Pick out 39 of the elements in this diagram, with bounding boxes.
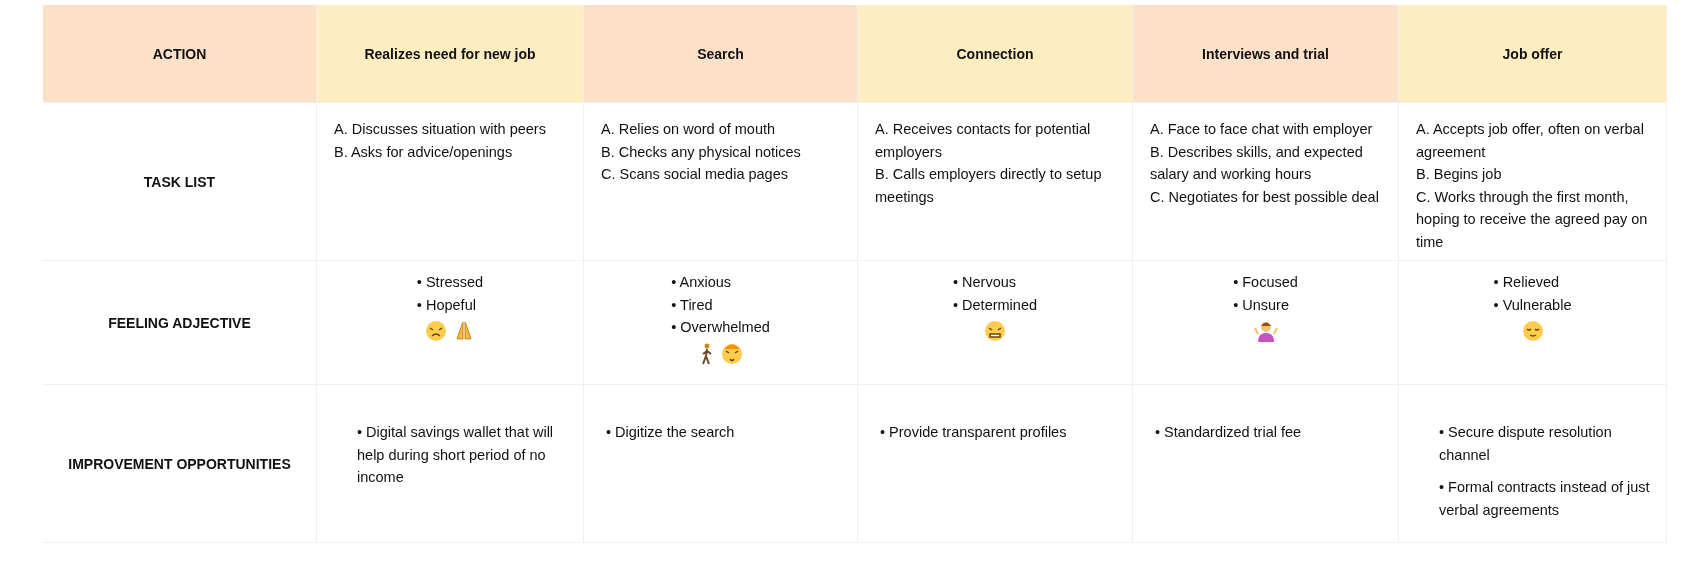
bullet-item: • Secure dispute resolution channel xyxy=(1439,423,1613,465)
bullet-item: • Relieved xyxy=(1493,273,1561,292)
task-item: B. Asks for advice/openings xyxy=(334,142,514,162)
bullet-item: • Standardized trial fee xyxy=(1155,423,1303,442)
row-heading: ACTION xyxy=(152,45,207,62)
bullet-item: • Tired xyxy=(671,295,714,315)
bullet-item: • Anxious xyxy=(671,273,733,292)
column-heading: Connection xyxy=(956,45,1034,62)
task-item: A. Relies on word of mouth xyxy=(601,120,777,139)
bullet-item: • Provide transparent profiles xyxy=(880,423,1068,442)
bullet-item: • Formal contracts instead of just verbal agreements xyxy=(1439,478,1651,520)
row-heading: IMPROVEMENT OPPORTUNITIES xyxy=(68,455,291,472)
task-item: A. Discusses situation with peers xyxy=(334,120,547,139)
task-item: C. Negotiates for best possible deal xyxy=(1150,187,1380,207)
task-item: C. Works through the first month, hoping to receive the agreed pay on time xyxy=(1416,187,1649,252)
task-item: A. Accepts job offer, often on verbal agreement xyxy=(1416,120,1645,162)
bullet-item: • Unsure xyxy=(1233,295,1290,315)
task-item: B. Begins job xyxy=(1416,165,1503,184)
task-item: B. Calls employers directly to setup meetings xyxy=(875,165,1103,207)
task-item: A. Receives contacts for potential employers xyxy=(875,120,1092,162)
column-heading: Job offer xyxy=(1502,45,1563,62)
column-heading: Interviews and trial xyxy=(1202,45,1329,62)
bullet-item: • Overwhelmed xyxy=(671,318,770,337)
bullet-item: • Focused xyxy=(1233,273,1298,292)
task-item: C. Scans social media pages xyxy=(601,165,789,184)
row-heading: TASK LIST xyxy=(143,173,216,190)
row-heading: FEELING ADJECTIVE xyxy=(108,314,251,331)
task-item: B. Describes skills, and expected salary and working hours xyxy=(1150,142,1364,184)
bullet-item: • Nervous xyxy=(952,273,1018,292)
bullet-item: • Stressed xyxy=(416,273,484,292)
task-item: B. Checks any physical notices xyxy=(601,142,802,162)
bullet-item: • Digitize the search xyxy=(606,423,736,442)
bullet-item: • Digital savings wallet that will help during short period of no income xyxy=(357,423,555,487)
task-item: A. Face to face chat with employer xyxy=(1150,120,1374,139)
column-heading: Realizes need for new job xyxy=(364,45,536,62)
column-heading: Search xyxy=(697,45,744,62)
bullet-item: • Determined xyxy=(952,295,1038,315)
bullet-item: • Hopeful xyxy=(416,295,477,315)
bullet-item: • Vulnerable xyxy=(1493,295,1572,315)
